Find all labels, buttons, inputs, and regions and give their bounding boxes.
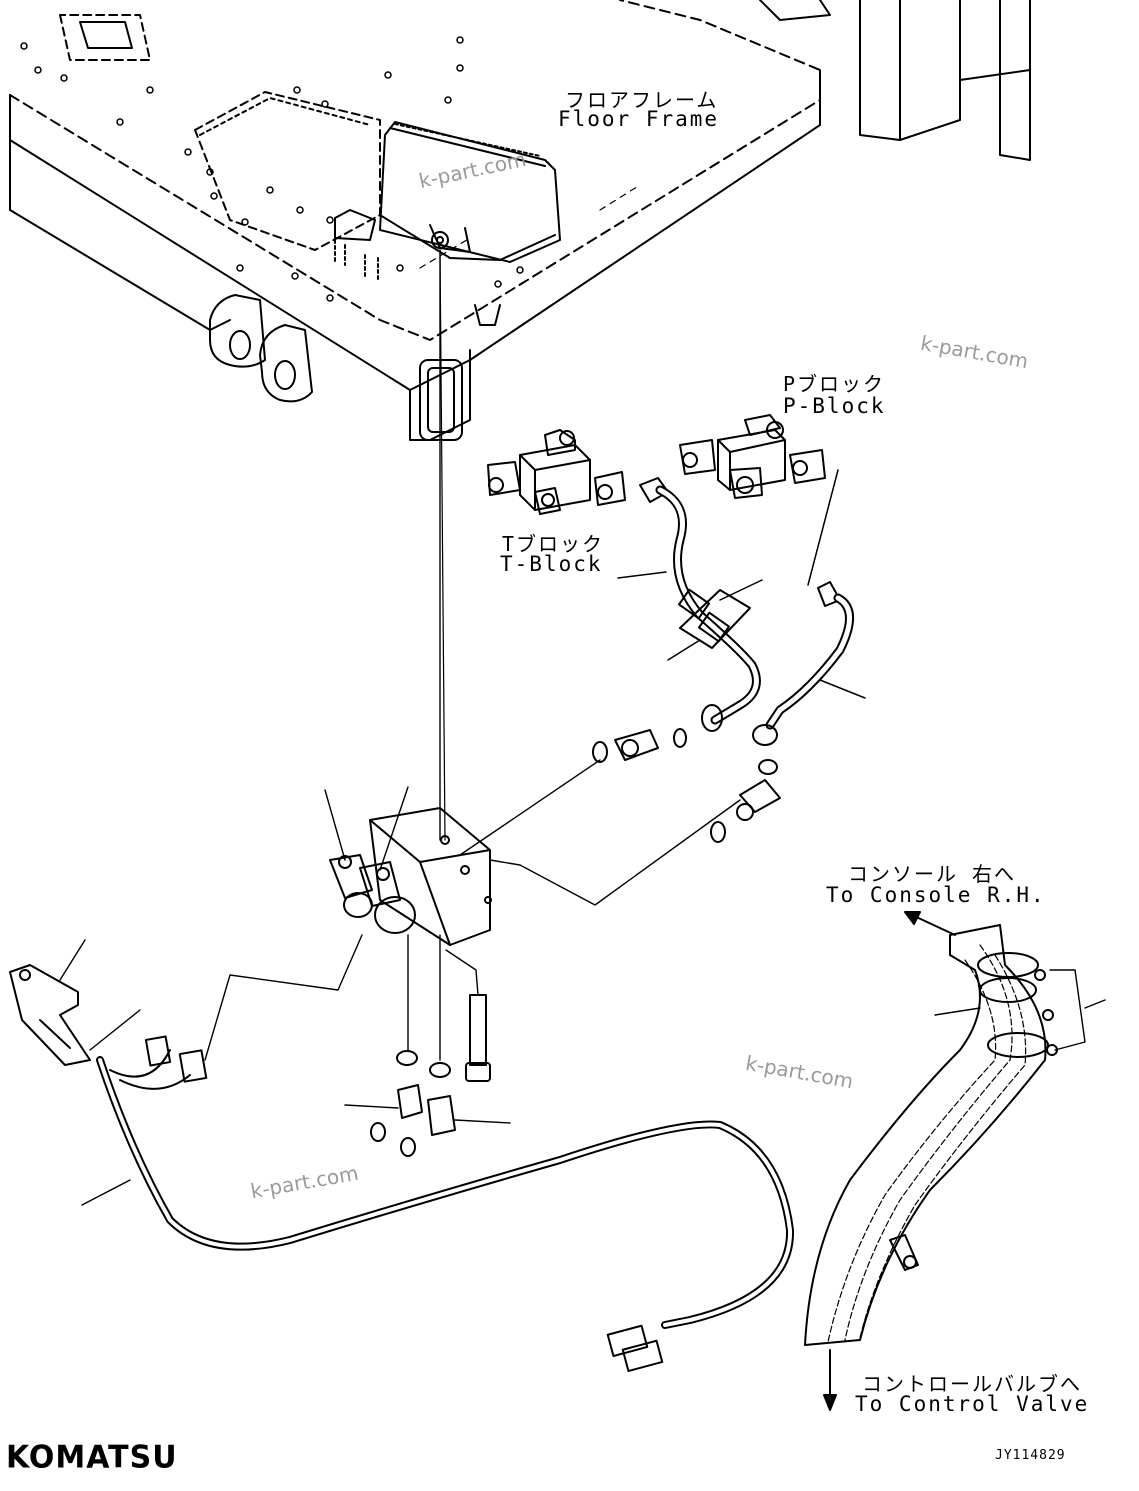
drawing-code: JY114829 [995,1448,1066,1463]
control-valve-label-en: To Control Valve [855,1392,1090,1416]
hose-clamp [679,589,751,649]
console-label-en: To Console R.H. [826,883,1046,907]
komatsu-logo: KOMATSU [6,1439,178,1476]
hose-1 [639,477,761,732]
bolt-and-plugs [344,934,511,1157]
console-label-jp: コンソール 右へ [848,862,1017,886]
fittings [592,728,781,843]
console-hose-bundle [804,924,1106,1346]
control-valve-label-jp: コントロールバルブへ [862,1372,1082,1396]
direction-arrows [823,911,956,1411]
p-block [679,414,826,499]
wire-harness [9,934,795,1373]
t-block-label-en: T-Block [500,552,603,576]
p-block-label-jp: Pブロック [783,372,886,396]
p-block-label-en: P-Block [783,394,886,418]
t-block-label-jp: Tブロック [502,532,605,556]
t-block [487,429,626,515]
hose-2 [752,581,854,746]
floor-frame-label-en: Floor Frame [558,107,720,131]
floor-frame-label-jp: フロアフレーム [565,88,719,112]
centerline [439,249,446,841]
solenoid-valve-block [329,807,492,946]
